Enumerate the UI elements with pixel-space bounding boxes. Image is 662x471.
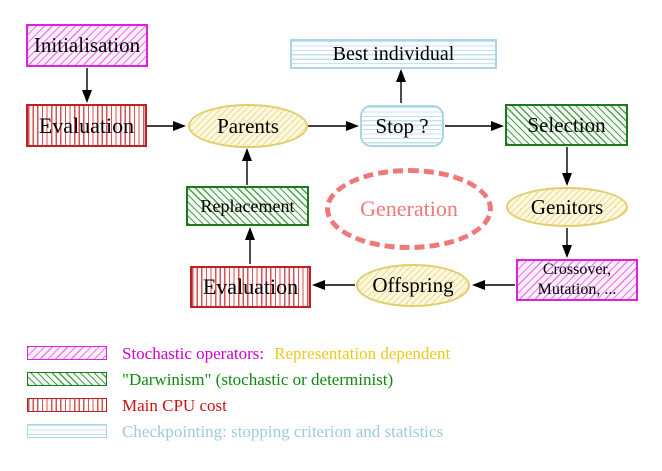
legend-swatch-darwinism	[27, 372, 107, 386]
node-crossover-mutation: Crossover, Mutation, ...	[516, 259, 638, 301]
legend-label-main-cpu-cost: Main CPU cost	[122, 396, 227, 415]
node-label: Crossover, Mutation, ...	[537, 261, 617, 298]
node-replacement: Replacement	[186, 186, 309, 226]
node-label: Generation	[360, 196, 458, 221]
node-evaluation-bottom: Evaluation	[190, 266, 311, 308]
node-label: Parents	[217, 113, 279, 138]
node-label: Stop ?	[375, 113, 429, 138]
node-label: Offspring	[372, 273, 454, 297]
node-selection: Selection	[505, 104, 628, 146]
node-evaluation-top: Evaluation	[26, 104, 147, 147]
node-label: Initialisation	[33, 33, 141, 57]
node-initialisation: Initialisation	[26, 24, 148, 67]
node-parents: Parents	[188, 104, 308, 148]
node-stop: Stop ?	[360, 105, 444, 147]
legend-label-darwinism: "Darwinism" (stochastic or determinist)	[122, 370, 394, 389]
legend-label-stochastic-operators: Stochastic operators:Representation depe…	[122, 344, 451, 363]
node-label: Replacement	[200, 195, 295, 216]
node-label: Evaluation	[202, 274, 299, 299]
legend-swatch-stochastic-operators	[27, 346, 107, 360]
legend-swatch-checkpointing	[27, 424, 107, 438]
node-best-individual: Best individual	[290, 39, 497, 69]
node-label: Evaluation	[38, 112, 135, 138]
node-genitors: Genitors	[506, 187, 628, 227]
node-generation: Generation	[325, 168, 493, 250]
node-label: Best individual	[332, 42, 455, 65]
legend-label-checkpointing: Checkpointing: stopping criterion and st…	[122, 422, 444, 441]
node-label: Selection	[527, 112, 606, 137]
legend-swatch-main-cpu-cost	[27, 398, 107, 412]
node-offspring: Offspring	[356, 264, 470, 307]
node-label: Genitors	[530, 194, 604, 219]
